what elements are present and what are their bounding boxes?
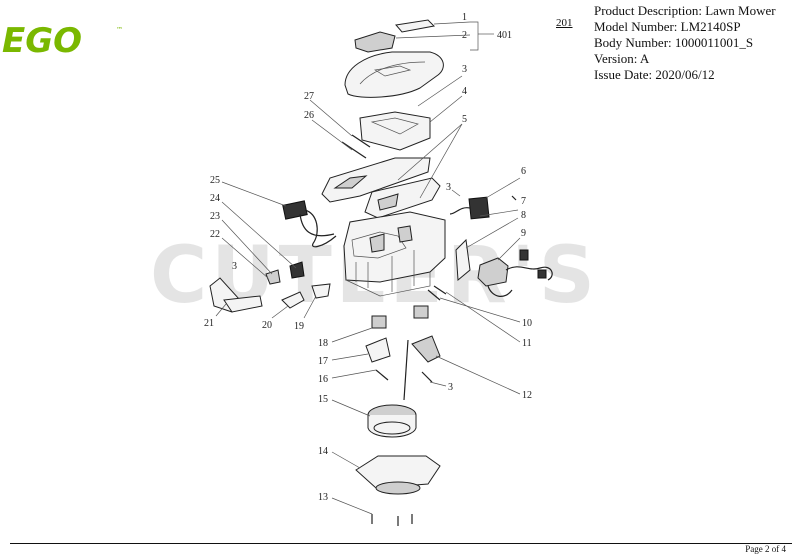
- callout-25: 25: [210, 175, 220, 186]
- version: Version: A: [594, 51, 650, 66]
- top-shell: [344, 51, 444, 98]
- callout-13: 13: [318, 492, 328, 503]
- callout-20: 20: [262, 320, 272, 331]
- callout-3-low: 3: [448, 382, 453, 393]
- callout-24: 24: [210, 193, 220, 204]
- svg-text:EGO: EGO: [2, 22, 82, 56]
- part-25-switch: [282, 200, 308, 220]
- part-22-knob: [265, 269, 281, 285]
- callout-401: 401: [497, 30, 512, 41]
- callout-1: 1: [462, 12, 467, 23]
- callout-4: 4: [462, 86, 467, 97]
- callout-10: 10: [522, 318, 532, 329]
- page-number: Page 2 of 4: [745, 544, 786, 554]
- callout-7: 7: [521, 196, 526, 207]
- callout-23: 23: [210, 211, 220, 222]
- part-5-cover-left: [321, 157, 431, 203]
- part-20-clip: [281, 291, 305, 309]
- footer-rule: [10, 543, 792, 544]
- callout-26: 26: [304, 110, 314, 121]
- callout-15: 15: [318, 394, 328, 405]
- svg-text:™: ™: [116, 26, 123, 34]
- callout-5: 5: [462, 114, 467, 125]
- ego-logo: EGO ™: [2, 22, 123, 56]
- callout-22: 22: [210, 229, 220, 240]
- callout-9: 9: [521, 228, 526, 239]
- callout-27: 27: [304, 91, 314, 102]
- callout-8: 8: [521, 210, 526, 221]
- model-number: Model Number: LM2140SP: [594, 19, 741, 34]
- part-9-harness: [477, 257, 509, 287]
- product-description: Product Description: Lawn Mower: [594, 3, 776, 18]
- part-18-block: [371, 315, 387, 329]
- part-12-link: [411, 335, 441, 363]
- part-19-lever: [311, 283, 331, 299]
- body-number: Body Number: 1000011001_S: [594, 35, 754, 50]
- sheet-code: 201: [556, 17, 573, 29]
- callout-14: 14: [318, 446, 328, 457]
- callout-17: 17: [318, 356, 328, 367]
- part-8-plate: [455, 238, 471, 282]
- part-6-bracket: [468, 196, 490, 220]
- callout-2: 2: [462, 30, 467, 41]
- callout-3-left: 3: [232, 261, 237, 272]
- callout-19: 19: [294, 321, 304, 332]
- part-1-top-cover: [395, 19, 436, 33]
- callout-6: 6: [521, 166, 526, 177]
- callout-3-mid: 3: [446, 182, 451, 193]
- callout-21: 21: [204, 318, 214, 329]
- part-4-bracket: [359, 111, 431, 151]
- callout-3-top: 3: [462, 64, 467, 75]
- part-2-insert: [354, 31, 396, 53]
- main-housing: [343, 211, 446, 283]
- product-info: Product Description: Lawn Mower Model Nu…: [594, 3, 776, 83]
- part-16-rod: [403, 339, 409, 401]
- callout-16: 16: [318, 374, 328, 385]
- issue-date: Issue Date: 2020/06/12: [594, 67, 715, 82]
- part-17-bracket: [365, 337, 391, 363]
- callout-18: 18: [318, 338, 328, 349]
- callout-12: 12: [522, 390, 532, 401]
- callout-11: 11: [522, 338, 532, 349]
